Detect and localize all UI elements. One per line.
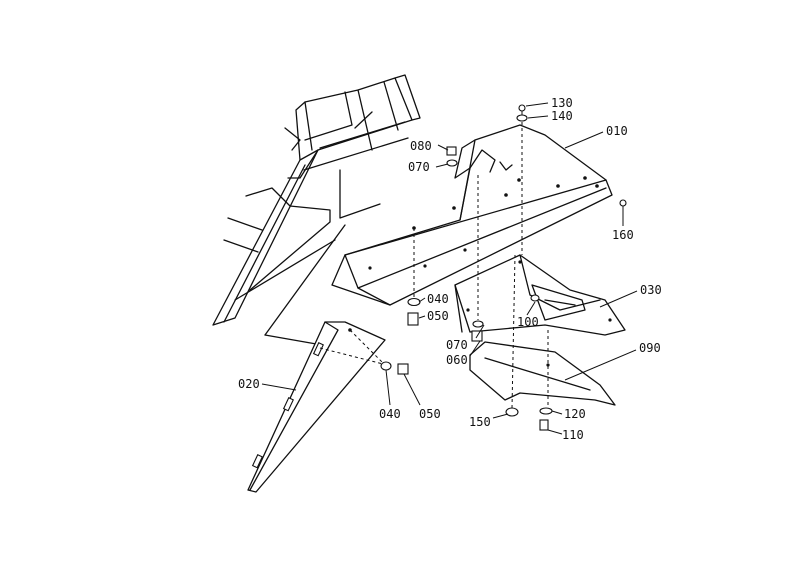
callout-020: 020: [238, 377, 260, 391]
callout-110: 110: [562, 428, 584, 442]
callout-040-lower: 040: [379, 407, 401, 421]
callout-060: 060: [446, 353, 468, 367]
part-090-plate: [469, 341, 616, 406]
callout-120: 120: [564, 407, 586, 421]
callout-090: 090: [639, 341, 661, 355]
callout-040-upper: 040: [427, 292, 449, 306]
callout-140: 140: [551, 109, 573, 123]
callout-030: 030: [640, 283, 662, 297]
assembly-lines: [319, 122, 549, 409]
callout-150: 150: [469, 415, 491, 429]
callout-080: 080: [410, 139, 432, 153]
part-030-bracket: [454, 254, 626, 336]
part-020-brace: [247, 321, 386, 493]
callout-100: 100: [517, 315, 539, 329]
callout-050-lower: 050: [419, 407, 441, 421]
part-010-beam: [331, 124, 613, 306]
leader-lines: [261, 102, 638, 435]
callout-labels: 130 140 010 080 070 160 040 050 030 100 …: [238, 96, 662, 442]
callout-130: 130: [551, 96, 573, 110]
callout-160: 160: [612, 228, 634, 242]
machine-frame: [212, 74, 421, 346]
callout-050-upper: 050: [427, 309, 449, 323]
callout-070-upper: 070: [408, 160, 430, 174]
callout-010: 010: [606, 124, 628, 138]
callout-070-lower: 070: [446, 338, 468, 352]
